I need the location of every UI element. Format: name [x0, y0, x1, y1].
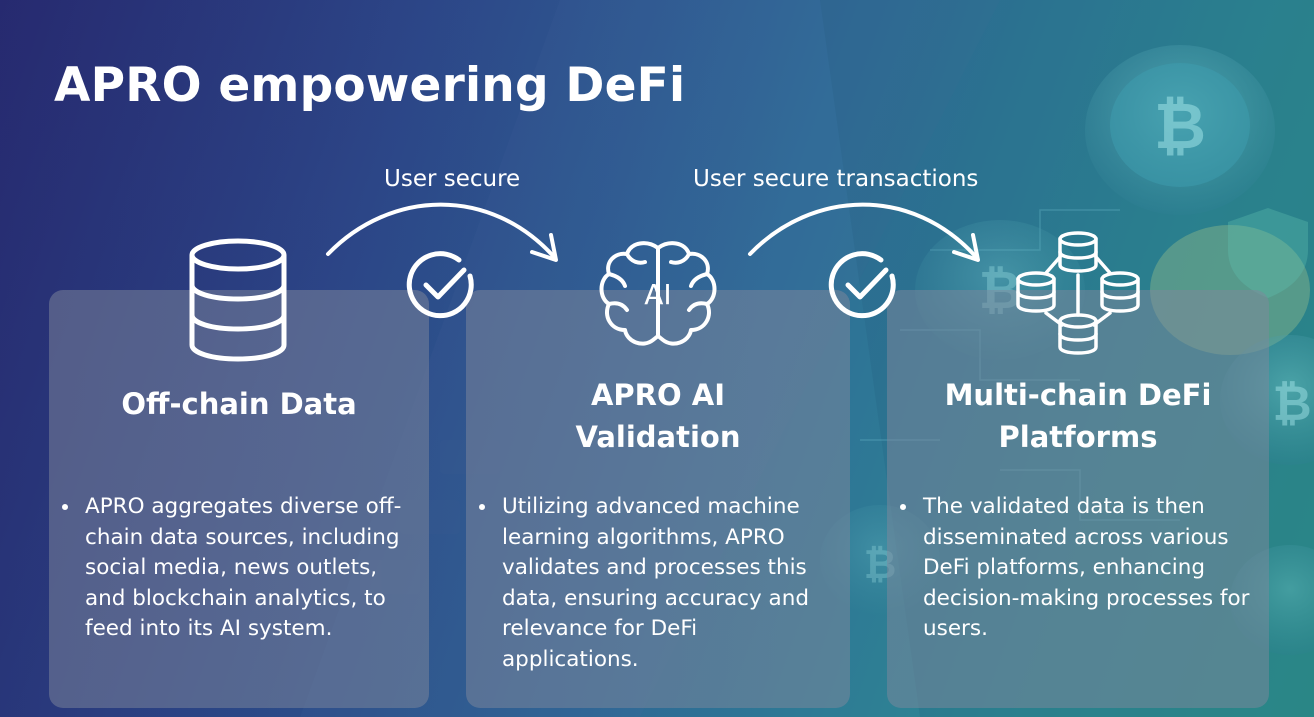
- list-item: Utilizing advanced machine learning algo…: [476, 492, 836, 675]
- card-bullet-list: APRO aggregates diverse off-chain data s…: [59, 492, 419, 645]
- svg-text:₿: ₿: [1154, 90, 1206, 164]
- card-title-line: Platforms: [998, 420, 1158, 454]
- card-bullet-list: Utilizing advanced machine learning algo…: [476, 492, 836, 675]
- card-title-line: Off-chain Data: [121, 387, 357, 421]
- card-apro-ai-validation: APRO AI Validation Utilizing advanced ma…: [466, 290, 850, 708]
- list-item: APRO aggregates diverse off-chain data s…: [59, 492, 419, 645]
- flow-label-user-secure-transactions: User secure transactions: [693, 166, 979, 192]
- page-title: APRO empowering DeFi: [54, 58, 686, 113]
- ai-icon-label: AI: [644, 278, 671, 311]
- card-title: Multi-chain DeFi Platforms: [887, 374, 1269, 458]
- ai-brain-icon: AI: [599, 241, 717, 346]
- card-title: APRO AI Validation: [466, 374, 850, 458]
- database-icon: [189, 238, 287, 362]
- check-circle-icon: [828, 251, 896, 319]
- card-title-line: APRO AI: [590, 378, 725, 412]
- bitcoin-coin-decoration: ₿: [1085, 45, 1275, 215]
- check-circle-icon: [406, 251, 474, 319]
- card-title: Off-chain Data: [49, 383, 429, 425]
- list-item: The validated data is then disseminated …: [897, 492, 1259, 645]
- flow-label-user-secure: User secure: [384, 166, 521, 192]
- multi-database-network-icon: [1016, 231, 1140, 355]
- card-multi-chain-defi-platforms: Multi-chain DeFi Platforms The validated…: [887, 290, 1269, 708]
- flow-arrow-2-head: [952, 233, 980, 262]
- card-off-chain-data: Off-chain Data APRO aggregates diverse o…: [49, 290, 429, 708]
- card-title-line: Multi-chain DeFi: [944, 378, 1212, 412]
- flow-arrow-2: [748, 202, 979, 260]
- flow-arrow-1-head: [530, 233, 558, 262]
- card-title-line: Validation: [575, 420, 741, 454]
- svg-text:₿: ₿: [1272, 376, 1311, 432]
- flow-arrow-1: [326, 202, 557, 260]
- card-bullet-list: The validated data is then disseminated …: [897, 492, 1259, 645]
